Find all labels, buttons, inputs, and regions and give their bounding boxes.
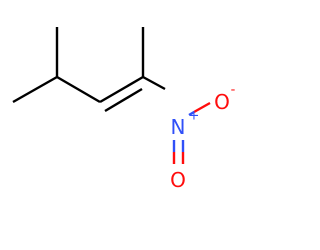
nitrogen-atom-label: N [171,115,186,139]
bond-methyl-left [12,75,58,104]
bond-ch-to-alkene [56,75,101,104]
bond-nitrogen-oxygen-single-n-half [188,110,195,117]
molecule-structure-diagram: N + O - O [12,27,236,192]
oxygen-double-atom-label: O [170,168,186,192]
double-bond-cc-outer [99,75,144,104]
bond-nitrogen-oxygen-single-o-half [193,101,211,114]
double-bond-cc-inner [104,87,143,113]
oxygen-charge-label: - [231,83,236,98]
oxygen-single-atom-label: O [214,90,230,114]
nitrogen-charge-label: + [189,109,200,124]
bond-carbon-nitrogen [142,75,166,91]
